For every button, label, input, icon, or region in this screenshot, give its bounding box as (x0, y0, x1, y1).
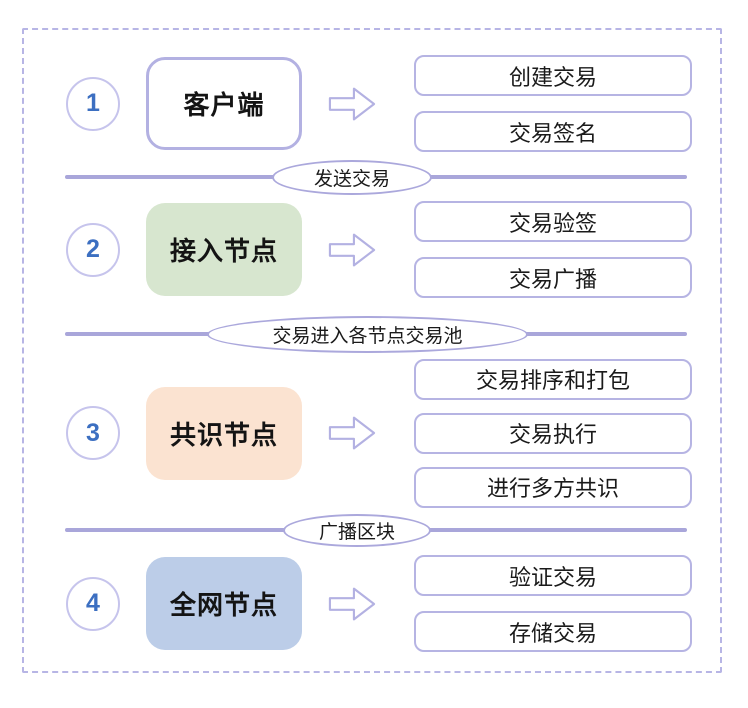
step-number: 3 (86, 418, 100, 447)
arrow-right-icon (328, 87, 376, 120)
action-box: 存储交易 (414, 611, 692, 652)
step-number-badge: 3 (66, 406, 120, 460)
node-label: 全网节点 (169, 590, 278, 620)
step-number-badge: 1 (66, 76, 120, 131)
action-label: 交易验签 (508, 210, 597, 236)
action-label: 交易执行 (508, 422, 597, 447)
divider-label: 广播区块 (318, 522, 395, 543)
arrow-right-icon (328, 587, 376, 620)
step-row-2: 2 接入节点 交易验签 交易广播 (0, 201, 748, 298)
node-client: 客户端 (146, 57, 302, 150)
step-number: 1 (86, 89, 100, 117)
arrow-right-icon (328, 416, 376, 450)
step-row-3: 3 共识节点 交易排序和打包 交易执行 进行多方共识 (0, 358, 748, 508)
node-label: 共识节点 (169, 419, 278, 450)
actions-column: 交易排序和打包 交易执行 进行多方共识 (414, 358, 692, 508)
action-box: 交易排序和打包 (414, 358, 692, 400)
node-network-node: 全网节点 (146, 557, 302, 650)
action-box: 交易执行 (414, 412, 692, 454)
node-consensus-node: 共识节点 (146, 386, 302, 480)
divider-label-ellipse: 发送交易 (272, 160, 432, 195)
action-label: 存储交易 (508, 620, 597, 646)
arrow-right-icon (328, 233, 376, 266)
action-label: 创建交易 (508, 64, 597, 90)
action-label: 进行多方共识 (486, 476, 619, 501)
divider-label-ellipse: 交易进入各节点交易池 (207, 316, 528, 353)
diagram-border (22, 28, 722, 673)
node-access-node: 接入节点 (146, 203, 302, 296)
node-label: 客户端 (183, 90, 265, 120)
step-number-badge: 4 (66, 576, 120, 631)
action-box: 创建交易 (414, 55, 692, 96)
divider-label: 发送交易 (313, 169, 390, 190)
actions-column: 验证交易 存储交易 (414, 555, 692, 652)
actions-column: 创建交易 交易签名 (414, 55, 692, 152)
action-box: 交易签名 (414, 111, 692, 152)
action-label: 交易签名 (508, 120, 597, 146)
node-label: 接入节点 (169, 236, 278, 266)
step-number-badge: 2 (66, 222, 120, 277)
divider-label-ellipse: 广播区块 (283, 514, 431, 547)
action-box: 进行多方共识 (414, 466, 692, 508)
divider-label: 交易进入各节点交易池 (272, 326, 463, 347)
action-label: 验证交易 (508, 564, 597, 590)
actions-column: 交易验签 交易广播 (414, 201, 692, 298)
step-row-1: 1 客户端 创建交易 交易签名 (0, 55, 748, 152)
action-box: 交易广播 (414, 257, 692, 298)
action-box: 交易验签 (414, 201, 692, 242)
action-box: 验证交易 (414, 555, 692, 596)
step-number: 2 (86, 235, 100, 263)
step-row-4: 4 全网节点 验证交易 存储交易 (0, 555, 748, 652)
action-label: 交易排序和打包 (475, 368, 630, 393)
step-number: 4 (86, 589, 100, 617)
action-label: 交易广播 (508, 266, 597, 292)
